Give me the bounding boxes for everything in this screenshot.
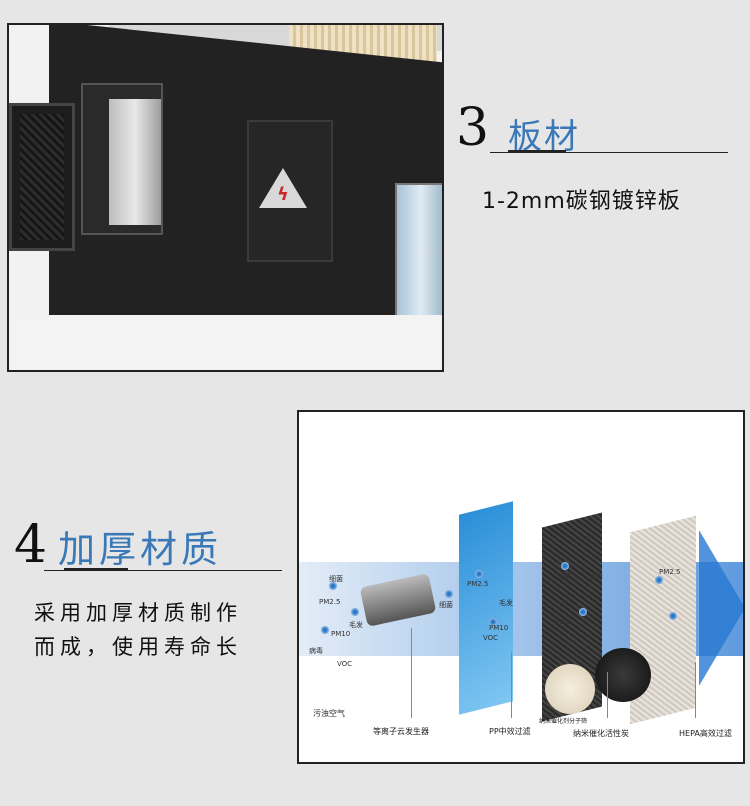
activated-carbon-pile <box>595 648 651 702</box>
section-number: 4 <box>14 515 48 575</box>
particle-tag: 病毒 <box>309 647 323 655</box>
section-number: 3 <box>456 98 490 158</box>
particle-tag: PM10 <box>489 624 509 632</box>
middle-filter-block <box>81 83 163 235</box>
caption-hepa: HEPA高效过滤 <box>679 729 732 738</box>
lightning-icon: ϟ <box>277 184 289 205</box>
title-underline-accent <box>64 568 128 571</box>
cabinet-photo: ϟ <box>7 23 444 372</box>
title-underline-accent <box>508 150 566 153</box>
catalyst-beads <box>545 664 595 714</box>
particle-tag: 细菌 <box>557 573 571 581</box>
particle-tag: PM2.5 <box>467 580 489 588</box>
airflow-arrow-head <box>699 530 743 686</box>
section-title: 加厚材质 <box>58 528 222 571</box>
section-description: 采用加厚材质制作而成，使用寿命长 <box>34 601 242 659</box>
floor <box>9 315 442 370</box>
title-underline <box>44 570 282 571</box>
particle-tag: 病毒 <box>589 573 603 581</box>
particle-tag: 细菌 <box>329 575 343 583</box>
particle-tag: VOC <box>483 634 499 642</box>
warning-triangle-icon <box>259 168 307 208</box>
carbon-filter-block <box>9 103 75 251</box>
title-underline <box>490 152 728 153</box>
particle-tag: PM10 <box>331 630 351 638</box>
pp-filter-layer <box>459 501 513 715</box>
particle-tag: 毛发 <box>349 621 363 629</box>
section-description: 1-2mm碳钢镀锌板 <box>482 189 681 214</box>
particle-tag: PM2.5 <box>319 598 341 606</box>
caption-dirty-air: 污浊空气 <box>313 709 345 718</box>
cover-panel: ϟ <box>247 120 333 262</box>
particle-tag: 毛发 <box>499 599 513 607</box>
caption-beads: 纳米催化剂分子筛 <box>539 718 588 725</box>
filtration-diagram: 细菌 PM2.5 毛发 PM10 病毒 VOC 细菌 毛发 PM10 PM2.5… <box>297 410 745 764</box>
particle-tag: VOC <box>555 618 571 626</box>
caption-pp-filter: PP中效过滤 <box>489 727 531 736</box>
particle-tag: PM2.5 <box>659 568 681 576</box>
particle-tag: VOC <box>337 660 353 668</box>
caption-ion-generator: 等离子云发生器 <box>373 727 429 736</box>
caption-carbon: 纳米催化活性炭 <box>573 729 629 738</box>
particle-tag: 细菌 <box>439 601 453 609</box>
